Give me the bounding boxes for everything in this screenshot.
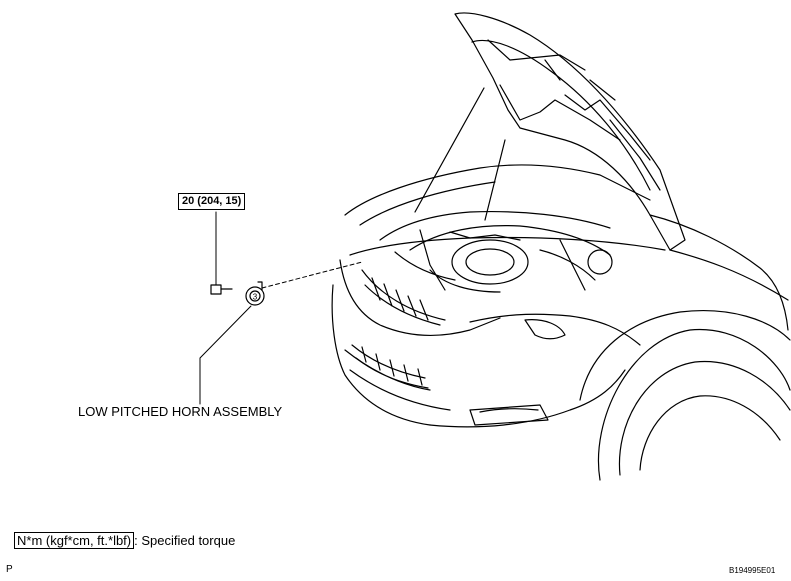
torque-callout: 20 (204, 15)	[178, 193, 246, 210]
front-wheel	[597, 328, 791, 481]
torque-legend: N*m (kgf*cm, ft.*lbf): Specified torque	[14, 532, 236, 549]
horn-reference-marker: 3	[253, 293, 258, 302]
open-hood	[454, 12, 686, 251]
low-pitched-horn	[245, 281, 265, 306]
horn-mount-bolt	[210, 211, 233, 295]
car-body	[331, 164, 791, 481]
hood-support-rod	[414, 87, 485, 213]
figure-code: B194995E01	[729, 566, 776, 575]
install-position-dashed-line	[261, 261, 363, 289]
torque-legend-description: : Specified torque	[134, 533, 236, 548]
part-label-leader	[199, 305, 252, 405]
hood-support-rod	[484, 139, 506, 221]
part-label: LOW PITCHED HORN ASSEMBLY	[78, 404, 283, 419]
torque-unit-box: N*m (kgf*cm, ft.*lbf)	[14, 532, 135, 549]
corner-mark: P	[6, 564, 13, 575]
engine	[379, 210, 613, 293]
